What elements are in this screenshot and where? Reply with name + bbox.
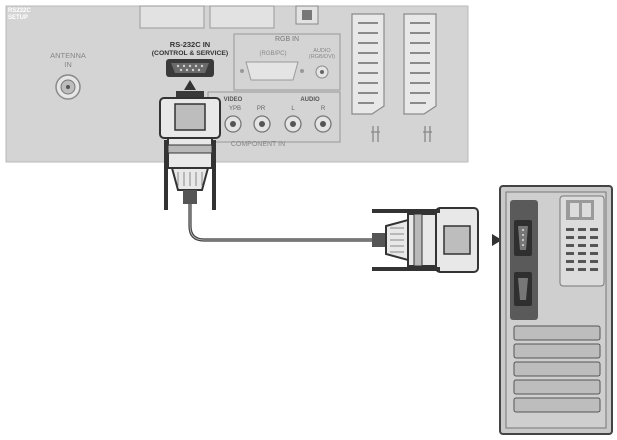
corner-label: RS232C SETUP [8,8,32,21]
antenna-jack-icon [55,74,81,100]
power-supply-icon [559,195,605,287]
tv-rear-panel: RS232C SETUP ANTENNA IN RS-232C IN (CONT… [5,5,469,163]
arrow-icon [184,80,196,90]
corner-label-line: SETUP [8,15,28,21]
arrow-icon [492,234,502,246]
scart-port-icon [351,13,385,142]
rs232c-label-line2: (CONTROL & SERVICE) [152,50,228,57]
audio-rgb-dvi-jack-icon [315,65,329,79]
r-label: R [321,106,326,112]
pr-label: PR [257,106,266,112]
rgb-pc-label: (RGB/PC) [260,51,287,57]
pb-label: PB [233,106,241,112]
audio-rgb-dvi-label-line2: (RGB/DVI) [309,54,335,60]
rgb-pc-port-icon [240,61,304,81]
db9-connector-icon [159,91,221,210]
scart-port-icon [403,13,437,142]
audio-rgb-dvi-label-line1: AUDIO [313,48,331,54]
y-label: Y [229,106,233,112]
video-label: VIDEO [224,97,243,103]
antenna-label-line2: IN [64,60,72,69]
expansion-slots [513,325,601,413]
serial-port-icon [514,220,532,256]
secondary-port-icon [514,272,532,306]
component-in-label: COMPONENT IN [231,141,285,148]
corner-label-line: RS232C [8,8,31,14]
audio-label: AUDIO [300,97,320,103]
rgb-in-label: RGB IN [275,36,299,43]
pc-tower-icon [499,185,613,435]
l-label: L [291,106,295,112]
rs232c-cable [188,204,372,242]
rca-jack-icon [224,115,332,133]
serial-port-icon [166,59,214,77]
antenna-label-line1: ANTENNA [50,51,86,60]
rs232c-label-line1: RS-232C IN [170,40,210,49]
db9-connector-icon [372,207,479,273]
